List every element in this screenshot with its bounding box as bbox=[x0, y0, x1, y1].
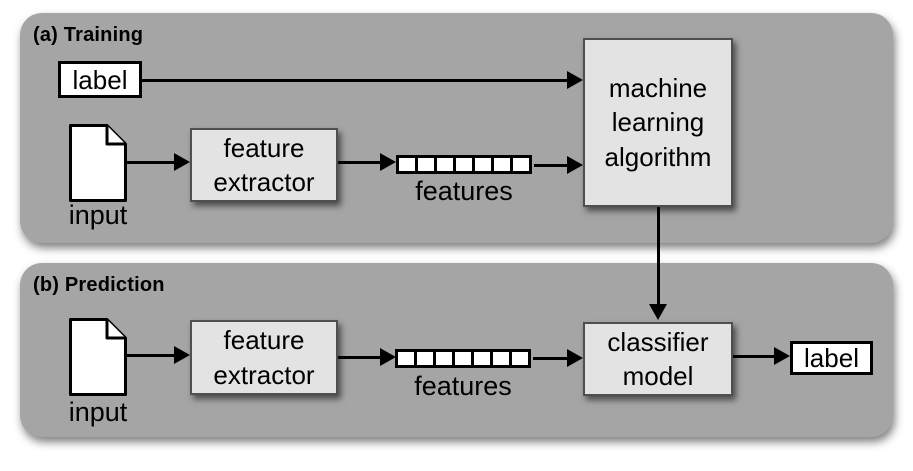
training-label-box: label bbox=[58, 61, 142, 98]
training-title: (a) Training bbox=[33, 24, 144, 46]
feature-cell bbox=[417, 352, 436, 365]
arrow-shaft bbox=[656, 207, 660, 307]
arrow-classifier-to-label bbox=[733, 347, 790, 365]
feature-cell bbox=[418, 158, 437, 171]
arrowhead-down-icon bbox=[649, 304, 667, 320]
arrow-shaft bbox=[142, 78, 570, 82]
arrow-features-to-classifier bbox=[533, 349, 583, 367]
feature-cell bbox=[475, 158, 494, 171]
document-icon bbox=[69, 124, 127, 207]
machine-learning-algorithm-box: machine learning algorithm bbox=[583, 38, 733, 207]
feature-extractor-text: feature extractor bbox=[213, 132, 315, 197]
training-feature-vector bbox=[396, 155, 532, 174]
arrowhead-right-icon bbox=[380, 348, 396, 366]
classifier-model-box: classifier model bbox=[583, 322, 733, 396]
training-panel bbox=[20, 13, 893, 243]
arrow-extractor-to-features bbox=[338, 348, 396, 366]
arrowhead-right-icon bbox=[174, 153, 190, 171]
document-icon bbox=[69, 318, 127, 401]
feature-extractor-text: feature extractor bbox=[213, 325, 315, 390]
ml-algorithm-text: machine learning algorithm bbox=[604, 73, 712, 172]
arrowhead-right-icon bbox=[567, 156, 583, 174]
feature-cell bbox=[512, 352, 528, 365]
feature-cell bbox=[455, 352, 474, 365]
arrow-shaft bbox=[533, 356, 570, 360]
arrow-input-to-extractor bbox=[126, 346, 190, 364]
arrow-label-to-ml bbox=[142, 71, 583, 89]
feature-cell bbox=[436, 352, 455, 365]
feature-cell bbox=[456, 158, 475, 171]
arrow-shaft bbox=[338, 160, 383, 164]
feature-cell bbox=[494, 158, 513, 171]
feature-cell bbox=[437, 158, 456, 171]
training-features-caption: features bbox=[415, 176, 513, 206]
arrowhead-right-icon bbox=[380, 153, 396, 171]
arrowhead-right-icon bbox=[174, 346, 190, 364]
classifier-model-text: classifier model bbox=[607, 326, 709, 391]
arrow-shaft bbox=[733, 354, 777, 358]
training-input-caption: input bbox=[68, 200, 128, 230]
prediction-input-caption: input bbox=[68, 397, 128, 427]
training-feature-extractor-box: feature extractor bbox=[190, 128, 338, 202]
arrow-input-to-extractor bbox=[126, 153, 190, 171]
prediction-feature-extractor-box: feature extractor bbox=[190, 320, 338, 395]
feature-cell bbox=[474, 352, 493, 365]
feature-cell bbox=[398, 352, 417, 365]
prediction-features-caption: features bbox=[414, 371, 512, 401]
arrow-shaft bbox=[338, 355, 383, 359]
prediction-title: (b) Prediction bbox=[33, 274, 165, 296]
prediction-label-text: label bbox=[804, 343, 859, 373]
arrowhead-right-icon bbox=[774, 347, 790, 365]
arrowhead-right-icon bbox=[567, 71, 583, 89]
training-label-text: label bbox=[72, 64, 128, 95]
feature-cell bbox=[493, 352, 512, 365]
arrowhead-right-icon bbox=[567, 349, 583, 367]
arrow-shaft bbox=[126, 160, 177, 164]
arrow-shaft bbox=[126, 353, 177, 357]
arrow-features-to-ml bbox=[534, 156, 583, 174]
arrow-ml-to-classifier bbox=[649, 207, 667, 320]
arrow-extractor-to-features bbox=[338, 153, 396, 171]
prediction-feature-vector bbox=[395, 349, 531, 368]
feature-cell bbox=[513, 158, 529, 171]
arrow-shaft bbox=[534, 163, 570, 167]
feature-cell bbox=[399, 158, 418, 171]
prediction-label-box: label bbox=[790, 341, 873, 375]
